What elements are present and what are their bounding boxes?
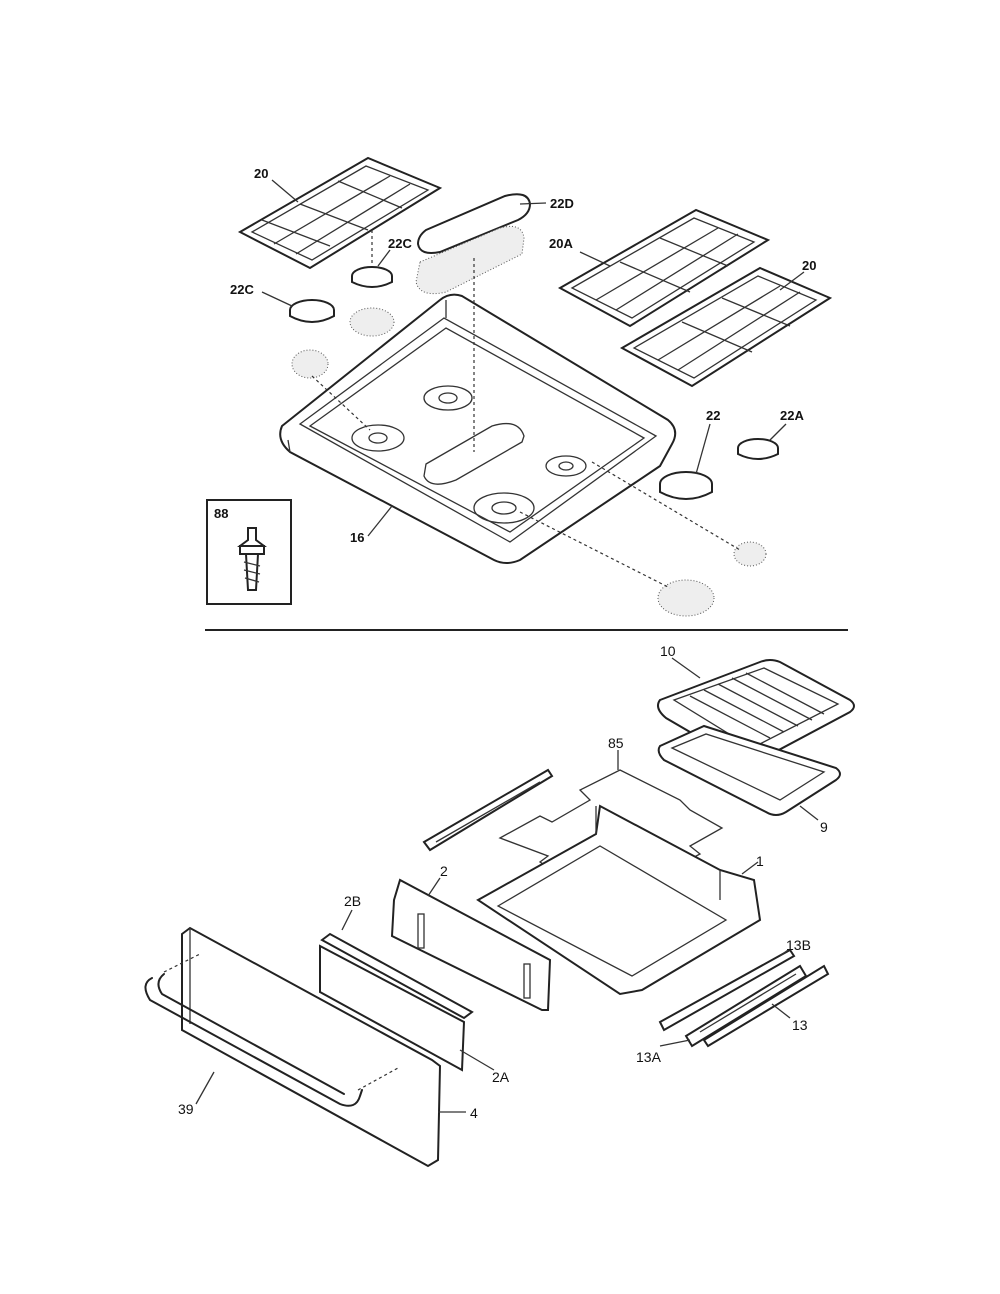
callout-grate-right: 20 — [802, 258, 816, 273]
leader-slide-13a — [659, 1039, 691, 1047]
callout-drawer-front: 4 — [470, 1105, 478, 1121]
leaders-top — [261, 179, 805, 537]
callout-cap-22a: 22A — [780, 408, 804, 423]
drawer-slide-13 — [702, 964, 830, 1048]
drawer-front — [181, 926, 442, 1168]
leader-slide-13b — [779, 949, 789, 957]
broiler-pan — [657, 724, 841, 816]
callout-grate-20a: 20A — [549, 236, 573, 251]
drawer-rail-left — [422, 768, 554, 852]
burner-cap-22a — [737, 438, 779, 460]
burner-cap-22c-upper — [349, 266, 395, 337]
callout-grate-left: 20 — [254, 166, 268, 181]
callout-screw: 88 — [214, 506, 228, 521]
callout-broiler-pan: 9 — [820, 819, 828, 835]
callout-broiler-insert: 10 — [660, 643, 676, 659]
callout-panel-2a: 2A — [492, 1069, 510, 1085]
drawer-slide-13b — [658, 948, 796, 1032]
callout-cap-22: 22 — [706, 408, 720, 423]
grate-left — [237, 156, 443, 270]
callout-cooktop: 16 — [350, 530, 364, 545]
callout-drawer-body: 1 — [756, 853, 764, 869]
leader-handle — [195, 1071, 215, 1105]
burner-head-small — [733, 541, 767, 567]
leader-panel-2b — [341, 909, 353, 931]
grate-right — [619, 266, 833, 388]
callout-cap-22c-upper: 22C — [388, 236, 412, 251]
leader-drawer-body — [741, 861, 759, 875]
callout-panel-2b: 2B — [344, 893, 361, 909]
drawer-back — [390, 878, 552, 1011]
callout-handle: 39 — [178, 1101, 194, 1117]
drawer-panel-2b — [319, 932, 474, 1072]
callout-bottom-liner: 85 — [608, 735, 624, 751]
screw-inset-box — [206, 499, 292, 605]
callout-cap-22d: 22D — [550, 196, 574, 211]
grate-center — [557, 208, 771, 328]
screw-icon — [237, 527, 267, 591]
cooktop — [279, 293, 677, 564]
leader-broiler-insert — [671, 657, 701, 679]
callout-slide-13b: 13B — [786, 937, 811, 953]
burner-cap-22c-lower — [289, 299, 335, 379]
leader-drawer-back — [427, 877, 441, 897]
burner-head-large — [657, 579, 715, 617]
drawer-body — [476, 804, 762, 996]
oval-burner-cap — [415, 193, 532, 295]
leader-slide-13 — [771, 1003, 791, 1019]
burner-cap-22 — [659, 471, 713, 500]
callout-slide-13a: 13A — [636, 1049, 662, 1065]
callout-drawer-back: 2 — [440, 863, 448, 879]
callout-cap-22c-lower: 22C — [230, 282, 254, 297]
leader-panel-2a — [459, 1049, 495, 1071]
guide-lines-top — [311, 230, 741, 589]
callout-slide-13: 13 — [792, 1017, 808, 1033]
drawer-handle — [144, 953, 399, 1107]
leader-broiler-pan — [799, 805, 819, 821]
